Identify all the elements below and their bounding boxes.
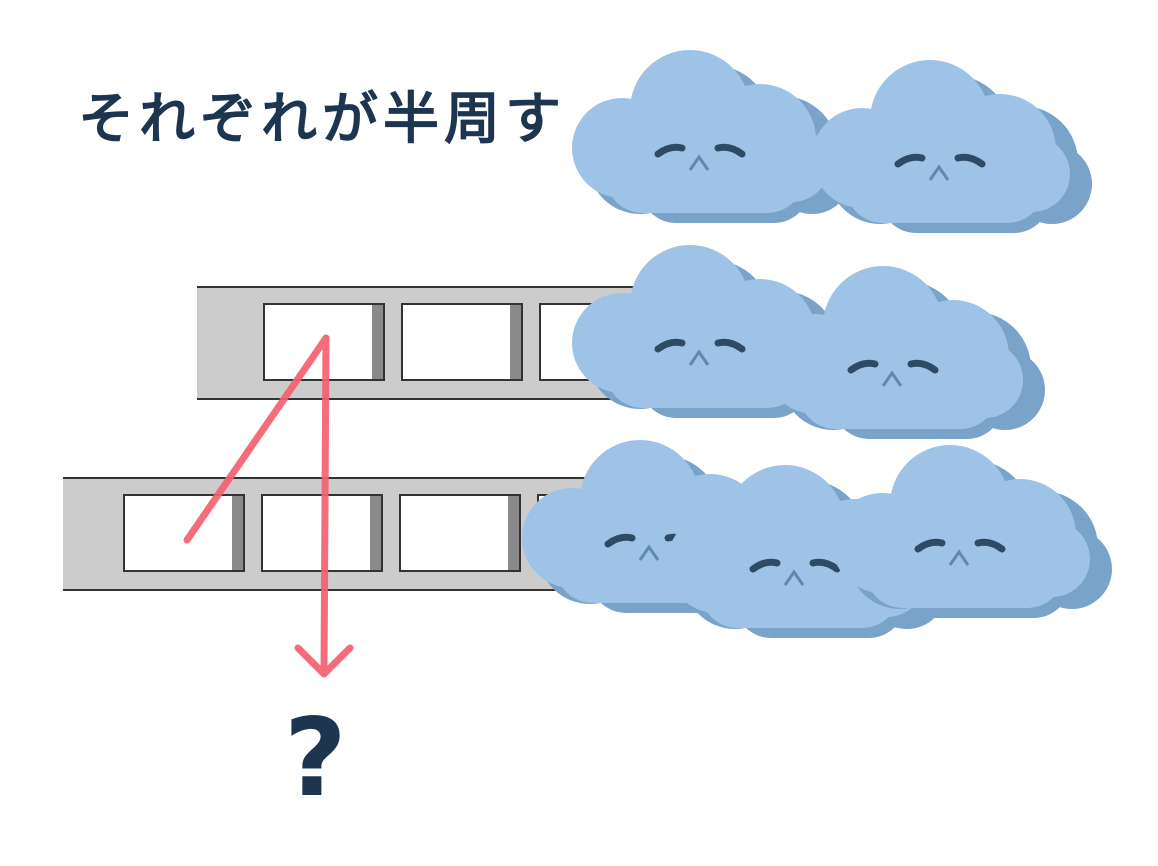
cloud-face-icon [765,266,1045,439]
caption-text: それぞれが半周す [78,87,566,152]
lower-rail-cell [399,494,521,572]
arrow-down-icon [183,334,354,678]
cloud-face-icon [832,445,1112,618]
cloud-group [522,50,1112,638]
upper-rail-cell [401,303,523,381]
cloud-face-icon [572,50,852,223]
question-mark: ? [284,696,347,821]
lower-rail-cell [123,494,245,572]
cloud-face-icon [812,60,1092,233]
